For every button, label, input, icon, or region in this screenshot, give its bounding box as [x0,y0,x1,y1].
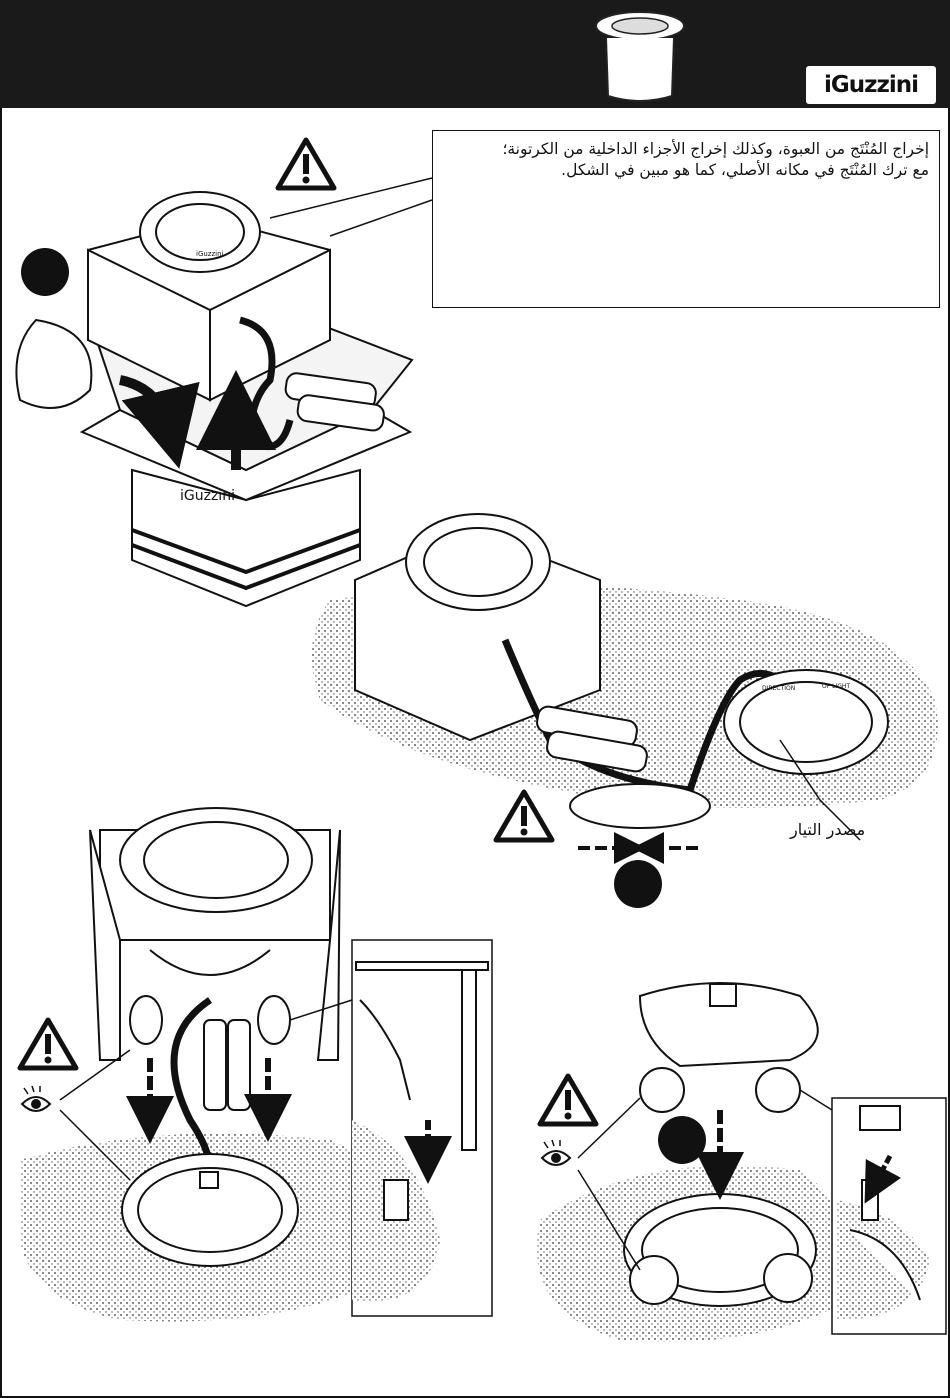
eye-icon [22,1086,50,1111]
power-source-label: مصدر التيار [790,820,865,839]
inset-detail-left [352,940,492,1316]
warning-icon [540,1076,596,1124]
scene-clip-ring [537,983,852,1342]
svg-text:iGuzzini: iGuzzini [196,250,224,258]
scene-wiring: DIRECTION OF LIGHT [312,514,938,848]
warning-icon [278,140,334,188]
scene-installation [20,808,401,1321]
scene-unboxing: iGuzzini iGuzzini [16,192,412,606]
step-marker [614,860,662,908]
step-marker [21,248,69,296]
warning-icon [20,1020,76,1068]
eye-icon [542,1140,570,1165]
svg-text:iGuzzini: iGuzzini [180,488,235,504]
svg-text:DIRECTION: DIRECTION [762,685,795,692]
inset-detail-right [832,1098,946,1334]
warning-icon [496,792,552,840]
step-marker [658,1116,706,1164]
svg-text:OF LIGHT: OF LIGHT [822,683,850,690]
